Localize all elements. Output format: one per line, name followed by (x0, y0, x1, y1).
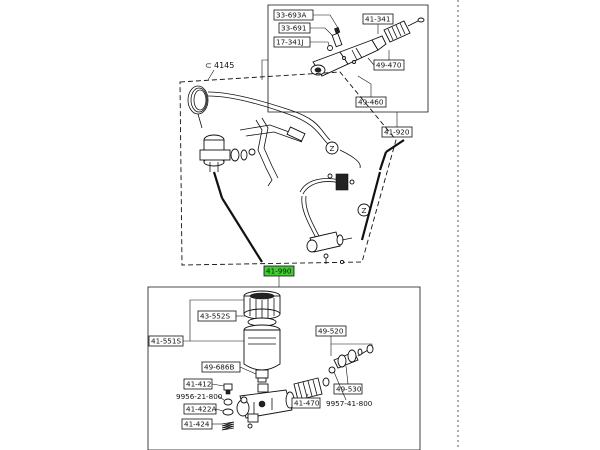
master-cylinder-upper (199, 134, 256, 172)
label-9957-41-800: 9957-41-800 (326, 399, 373, 408)
label-17-341j: 17-341J (276, 38, 304, 47)
left-small-parts (221, 383, 248, 431)
slave-boot (383, 20, 411, 43)
master-cylinder-body (236, 383, 295, 429)
group-mark-symbol: ⊂ (205, 61, 212, 70)
label-4145: 4145 (214, 61, 234, 70)
label-41-470: 41-470 (294, 399, 320, 408)
label-49-460: 49-460 (358, 98, 384, 107)
main-assembly-label: 41-990 (263, 265, 295, 287)
label-49-686b: 49-686B (204, 363, 234, 372)
label-41-990: 41-990 (266, 267, 292, 276)
reservoir-cap (243, 290, 281, 320)
label-41-551s: 41-551S (151, 337, 181, 346)
pedal-bracket (239, 117, 306, 187)
label-33-691: 33-691 (281, 24, 306, 33)
z-mark-lower-label: Z (362, 206, 367, 215)
label-41-412: 41-412 (186, 380, 211, 389)
coiled-brake-pipe (187, 85, 331, 145)
z-mark-upper (325, 141, 339, 155)
lower-parts-box: 43-552S 41-551S 49-686B 41-412 9956-21-8… (147, 286, 421, 450)
label-49-530: 49-530 (336, 385, 362, 394)
label-43-552s: 43-552S (200, 312, 230, 321)
piston-kit (328, 344, 374, 374)
label-49-520: 49-520 (318, 327, 344, 336)
flex-hose (299, 149, 361, 239)
label-41-422a: 41-422A (186, 405, 216, 414)
z-mark-upper-label: Z (330, 144, 335, 153)
label-41-424: 41-424 (184, 420, 210, 429)
slave-cylinder-drawing (310, 17, 425, 77)
hydraulic-line-region: ⊂ 4145 (179, 61, 405, 266)
upper-parts-box: 33-693A 33-691 17-341J 41-341 49-470 49-… (261, 4, 429, 138)
master-boot (293, 377, 330, 401)
label-33-693a: 33-693A (276, 11, 306, 20)
slave-cylinder-lower (306, 231, 353, 265)
label-41-341: 41-341 (365, 15, 390, 24)
label-49-470: 49-470 (376, 61, 402, 70)
label-9956-21-800: 9956-21-800 (176, 392, 223, 401)
label-41-920: 41-920 (384, 128, 410, 137)
reservoir-tank (243, 324, 281, 383)
